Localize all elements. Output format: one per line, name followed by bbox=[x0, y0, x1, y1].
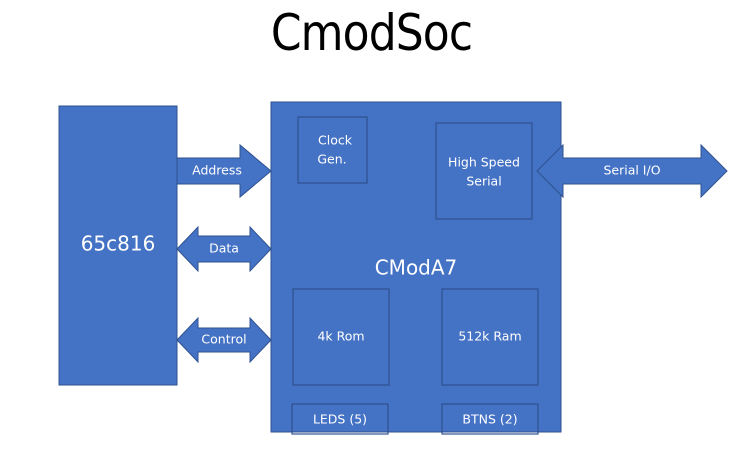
control-arrow: Control bbox=[176, 316, 272, 364]
serial-label-line1: High Speed bbox=[448, 155, 520, 170]
clock-label-line2: Gen. bbox=[317, 152, 346, 167]
serial-io-arrow: Serial I/O bbox=[536, 143, 728, 199]
data-arrow: Data bbox=[176, 225, 272, 273]
data-label: Data bbox=[209, 241, 239, 256]
fpga-block: CModA7 bbox=[270, 101, 562, 433]
high-speed-serial-block: High Speed Serial bbox=[435, 122, 533, 220]
serial-io-label: Serial I/O bbox=[603, 163, 660, 178]
rom-block: 4k Rom bbox=[292, 288, 390, 386]
ram-label: 512k Ram bbox=[458, 329, 521, 344]
cpu-label: 65c816 bbox=[81, 232, 156, 256]
btns-block: BTNS (2) bbox=[441, 403, 539, 435]
leds-label: LEDS (5) bbox=[313, 412, 367, 427]
btns-label: BTNS (2) bbox=[462, 412, 517, 427]
leds-block: LEDS (5) bbox=[291, 403, 389, 435]
control-label: Control bbox=[201, 332, 246, 347]
cpu-block: 65c816 bbox=[58, 105, 178, 386]
fpga-label: CModA7 bbox=[375, 256, 458, 280]
serial-label-line2: Serial bbox=[466, 174, 501, 189]
clock-label-line1: Clock bbox=[318, 133, 353, 148]
rom-label: 4k Rom bbox=[317, 329, 364, 344]
address-label: Address bbox=[192, 163, 242, 178]
address-arrow: Address bbox=[176, 143, 272, 199]
clock-gen-block: Clock Gen. bbox=[297, 116, 368, 184]
diagram-title: CmodSoc bbox=[270, 4, 473, 62]
ram-block: 512k Ram bbox=[441, 288, 539, 386]
